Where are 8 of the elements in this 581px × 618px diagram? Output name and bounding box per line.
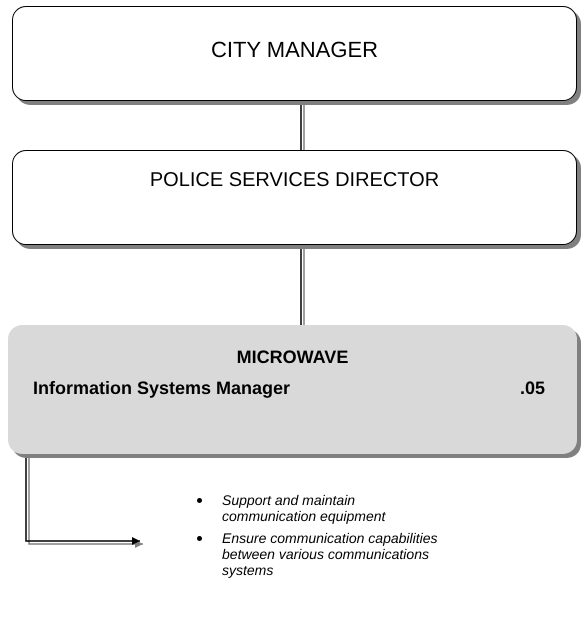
role-title: MICROWAVE	[236, 347, 350, 368]
allocation-value: .05	[520, 378, 545, 399]
duty-item: Support and maintain communication equipment	[222, 492, 387, 524]
duty-item: Ensure communication capabilities between various communications systems	[222, 530, 439, 578]
role-title: CITY MANAGER	[210, 37, 380, 63]
role-box	[8, 325, 577, 454]
role-title: Information Systems Manager	[33, 378, 290, 399]
role-title: POLICE SERVICES DIRECTOR	[148, 169, 440, 192]
